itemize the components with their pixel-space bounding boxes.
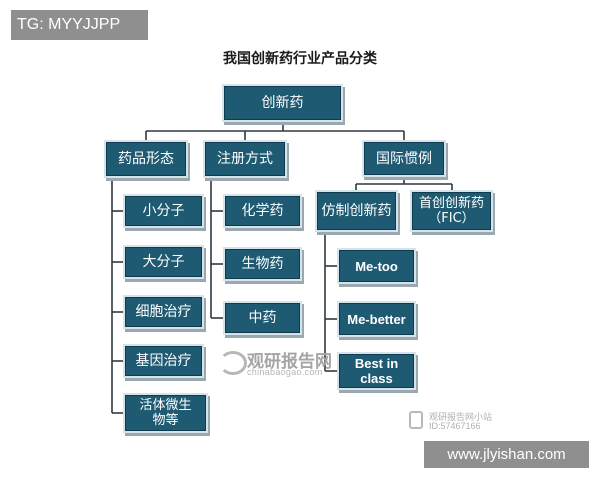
node-registration: 注册方式	[205, 142, 285, 176]
watermark-badge-icon	[409, 411, 423, 429]
node-form-large-molecule: 大分子	[125, 247, 202, 277]
node-innovative-drug: 创新药	[224, 86, 341, 120]
watermark-badge-line2: ID:57467166	[429, 421, 481, 431]
node-form-small-molecule: 小分子	[125, 196, 202, 226]
node-imitation-innovative: 仿制创新药	[317, 192, 396, 230]
site-url-label: www.jlyishan.com	[424, 441, 589, 468]
node-best-in-class: Best in class	[339, 354, 414, 388]
watermark-url: chinabaogao.com	[247, 367, 323, 377]
watermark-logo: 观研报告网 chinabaogao.com	[217, 345, 332, 377]
node-reg-biological: 生物药	[225, 249, 300, 279]
watermark-badge: 观研报告网小站 ID:57467166	[409, 409, 509, 435]
node-first-in-class: 首创创新药（FIC）	[412, 192, 491, 230]
node-international: 国际惯例	[364, 142, 444, 175]
watermark-ring-icon	[219, 351, 247, 375]
node-form-gene-therapy: 基因治疗	[125, 346, 202, 376]
node-form-live-microbes: 活体微生物等	[125, 395, 206, 431]
node-me-too: Me-too	[339, 250, 414, 282]
diagram-title: 我国创新药行业产品分类	[223, 51, 377, 67]
node-form-cell-therapy: 细胞治疗	[125, 297, 202, 327]
tg-label: TG: MYYJJPP	[11, 10, 148, 40]
watermark-cn: 观研报告网	[247, 352, 332, 372]
node-drug-form: 药品形态	[106, 142, 186, 176]
node-reg-chemical: 化学药	[225, 196, 300, 226]
node-me-better: Me-better	[339, 303, 414, 335]
watermark-badge-line1: 观研报告网小站	[429, 413, 493, 423]
node-reg-tcm: 中药	[225, 303, 300, 333]
